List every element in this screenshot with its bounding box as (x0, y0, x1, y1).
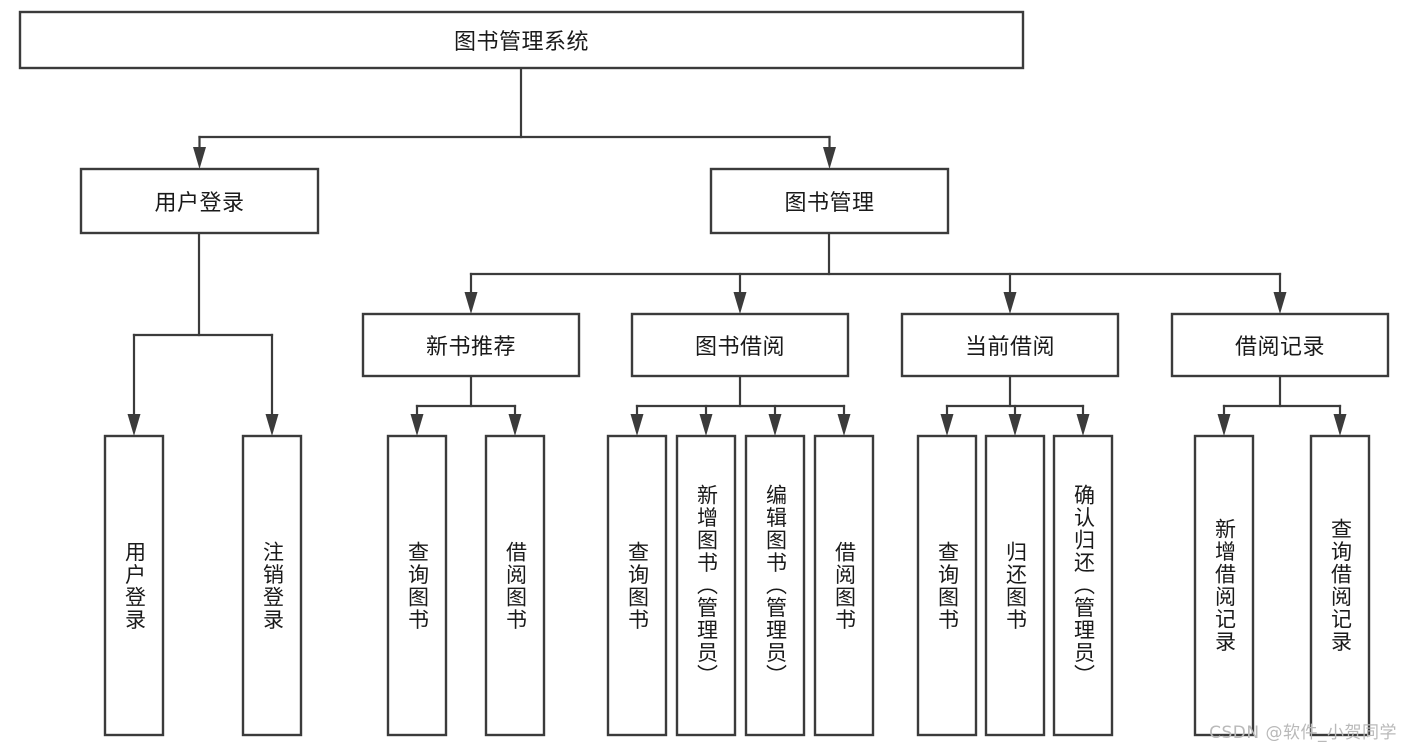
node-box-leaf-query-book-mgr[interactable] (606, 434, 668, 737)
arrow-head-icon (768, 414, 782, 436)
node-box-current-borrow[interactable] (900, 312, 1120, 378)
arrow-head-icon (823, 147, 836, 169)
connector-conn-root-to-level2 (193, 66, 836, 169)
connector-conn-recommend-to-leaves (410, 374, 522, 436)
node-box-root[interactable] (18, 10, 1025, 70)
connector-conn-records-to-leaves (1217, 374, 1347, 436)
connector-conn-userlogin-to-leaves (127, 231, 279, 436)
node-box-leaf-logout[interactable] (241, 434, 303, 737)
node-box-leaf-query-book-rec[interactable] (386, 434, 448, 737)
arrow-head-icon (733, 292, 747, 314)
node-box-leaf-borrow-book-rec[interactable] (484, 434, 546, 737)
arrow-head-icon (837, 414, 851, 436)
arrow-head-icon (1076, 414, 1090, 436)
node-box-leaf-return-book[interactable] (984, 434, 1046, 737)
connector-conn-borrow-to-leaves (630, 374, 851, 436)
node-box-user-login[interactable] (79, 167, 320, 235)
arrow-head-icon (699, 414, 713, 436)
arrow-head-icon (1273, 292, 1287, 314)
arrow-head-icon (1008, 414, 1022, 436)
connectors-layer (127, 66, 1347, 436)
node-box-leaf-confirm-return[interactable] (1052, 434, 1114, 737)
arrow-head-icon (265, 414, 279, 436)
connector-conn-current-to-leaves (940, 374, 1090, 436)
watermark-text: CSDN @软件_小贺同学 (1209, 723, 1397, 743)
arrow-head-icon (940, 414, 954, 436)
arrow-head-icon (193, 147, 206, 169)
node-box-borrow-records[interactable] (1170, 312, 1390, 378)
arrow-head-icon (464, 292, 478, 314)
node-box-book-borrow[interactable] (630, 312, 850, 378)
arrow-head-icon (410, 414, 424, 436)
arrow-head-icon (630, 414, 644, 436)
node-box-book-management[interactable] (709, 167, 950, 235)
node-box-leaf-user-login[interactable] (103, 434, 165, 737)
node-box-new-book-recommend[interactable] (361, 312, 581, 378)
connector-conn-bookmgmt-to-level3 (464, 231, 1287, 314)
arrow-head-icon (1333, 414, 1347, 436)
node-box-leaf-query-record[interactable] (1309, 434, 1371, 737)
arrow-head-icon (127, 414, 141, 436)
node-box-leaf-query-book-cur[interactable] (916, 434, 978, 737)
arrow-head-icon (508, 414, 522, 436)
node-box-leaf-add-record[interactable] (1193, 434, 1255, 737)
arrow-head-icon (1217, 414, 1231, 436)
boxes-layer (18, 10, 1390, 737)
node-box-leaf-borrow-book[interactable] (813, 434, 875, 737)
arrow-head-icon (1003, 292, 1017, 314)
node-box-leaf-add-book[interactable] (675, 434, 737, 737)
node-box-leaf-edit-book[interactable] (744, 434, 806, 737)
